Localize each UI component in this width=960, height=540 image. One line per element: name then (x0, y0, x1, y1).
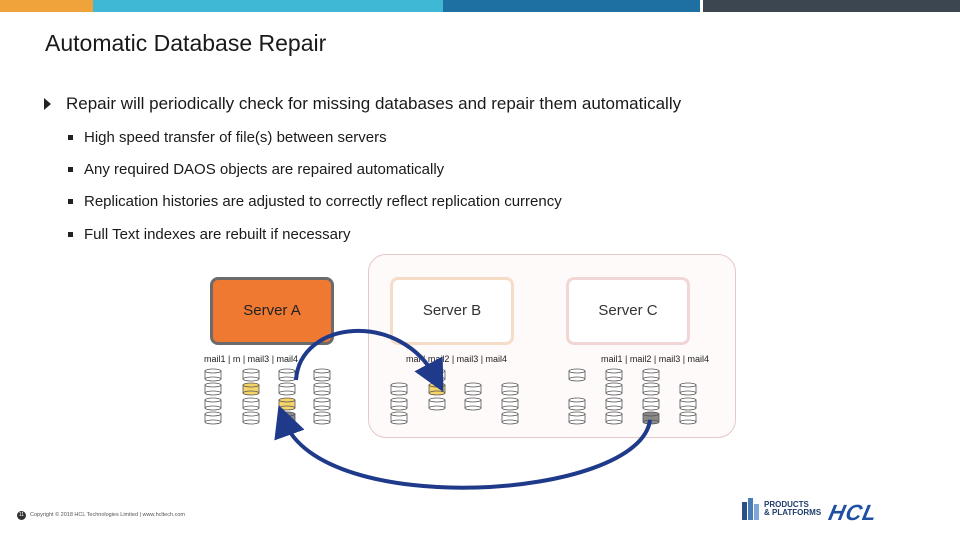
server-b-label: Server B (422, 302, 482, 319)
triangle-bullet-icon (44, 98, 51, 110)
database-icon (679, 411, 697, 425)
footer-copyright: Copyright © 2018 HCL Technologies Limite… (30, 512, 185, 518)
database-icon (390, 411, 408, 425)
database-icon (501, 397, 519, 411)
server-c-mail-labels: mail1 | mail2 | mail3 | mail4 (601, 354, 710, 364)
database-icon (605, 397, 623, 411)
main-bullet-text: Repair will periodically check for missi… (66, 94, 682, 113)
database-icon (605, 411, 623, 425)
server-a-label: Server A (243, 302, 301, 319)
database-icon (568, 368, 586, 382)
database-icon (242, 397, 260, 411)
database-icon (242, 382, 260, 396)
sub-bullet-2: Any required DAOS objects are repaired a… (68, 161, 444, 178)
database-icons (204, 368, 697, 425)
database-icon (242, 411, 260, 425)
database-icon (278, 368, 296, 382)
database-icon (464, 382, 482, 396)
accent-bar-cyan (93, 0, 443, 12)
database-icon (204, 411, 222, 425)
sub-bullet-3: Replication histories are adjusted to co… (68, 193, 562, 210)
database-icon (313, 382, 331, 396)
server-a-mail-labels: mail1 | m | mail3 | mail4 (204, 354, 299, 364)
database-icon (605, 368, 623, 382)
pp-logo-line1: PRODUCTS (764, 500, 809, 509)
accent-bar-dark (703, 0, 960, 12)
sub-bullet-text: High speed transfer of file(s) between s… (84, 129, 387, 146)
server-c-box: Server C (566, 277, 690, 345)
database-icon (605, 382, 623, 396)
sub-bullet-text: Any required DAOS objects are repaired a… (84, 161, 445, 178)
database-icon (204, 382, 222, 396)
database-icon (242, 368, 260, 382)
database-icon (204, 368, 222, 382)
pp-logo-icon (742, 498, 759, 520)
database-icon (278, 397, 296, 411)
square-bullet-icon (68, 199, 73, 204)
top-accent-bar (0, 0, 960, 12)
database-icon (278, 382, 296, 396)
square-bullet-icon (68, 232, 73, 237)
database-icon (568, 411, 586, 425)
database-icon (390, 382, 408, 396)
arrow-c-to-a (274, 404, 652, 490)
square-bullet-icon (68, 167, 73, 172)
database-icon (642, 368, 660, 382)
arrow-a-to-b (294, 329, 444, 393)
accent-bar-orange (0, 0, 93, 12)
accent-bar-blue (443, 0, 700, 12)
server-b-mail-labels: mai | mail2 | mail3 | mail4 (406, 354, 508, 364)
server-b-box: Server B (390, 277, 514, 345)
square-bullet-icon (68, 135, 73, 140)
main-bullet: Repair will periodically check for missi… (44, 94, 681, 114)
sub-bullet-text: Replication histories are adjusted to co… (84, 193, 562, 210)
database-icon (501, 411, 519, 425)
pp-logo-line2: & PLATFORMS (764, 508, 822, 517)
database-icon (313, 397, 331, 411)
slide-title: Automatic Database Repair (45, 30, 327, 56)
database-icon (501, 382, 519, 396)
database-icon (313, 411, 331, 425)
sub-bullet-text: Full Text indexes are rebuilt if necessa… (84, 226, 351, 243)
sub-bullet-1: High speed transfer of file(s) between s… (68, 129, 387, 146)
database-icon (428, 382, 446, 396)
database-icon (679, 382, 697, 396)
database-icon (568, 397, 586, 411)
database-icon (428, 397, 446, 411)
database-icon (642, 397, 660, 411)
server-a-box: Server A (210, 277, 334, 345)
database-icon (390, 397, 408, 411)
database-icon (313, 368, 331, 382)
database-icon (642, 382, 660, 396)
database-icon (464, 397, 482, 411)
products-platforms-logo: PRODUCTS & PLATFORMS (742, 496, 821, 522)
page-number-badge: 11 (17, 511, 26, 520)
database-icon (679, 397, 697, 411)
hcl-logo: HCL (826, 500, 880, 525)
sub-bullet-4: Full Text indexes are rebuilt if necessa… (68, 226, 351, 243)
server-c-label: Server C (598, 302, 658, 319)
database-icon (204, 397, 222, 411)
